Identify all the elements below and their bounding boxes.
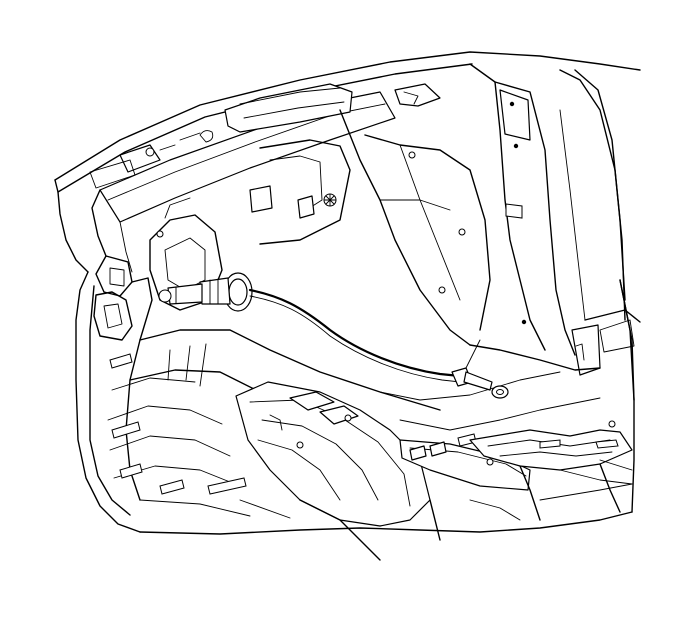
cable-grommet [158,272,253,312]
center-crossmember [399,420,633,521]
right-edge-details [559,279,635,485]
wheelhouse [249,109,491,346]
cable-end-connector [451,367,509,399]
body-outline [54,51,641,535]
cable [248,288,462,383]
left-inner-panel [93,197,223,501]
front-door-hinge-pillar [469,63,641,376]
transmission-tunnel [235,381,441,561]
front-floor-pan [107,329,601,519]
cowl-panel [89,83,441,273]
